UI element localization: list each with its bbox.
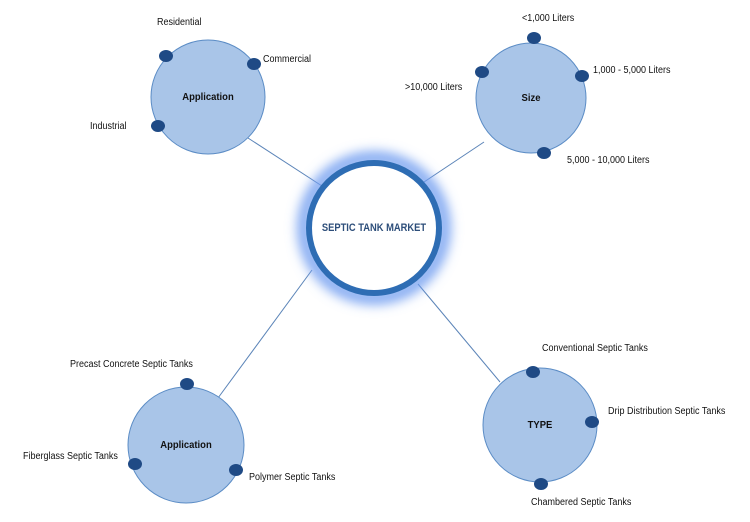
connector-material bbox=[217, 269, 313, 399]
dot-residential bbox=[159, 50, 173, 62]
label-residential: Residential bbox=[157, 17, 202, 28]
label-drip: Drip Distribution Septic Tanks bbox=[608, 406, 726, 417]
dot-5000-10000 bbox=[537, 147, 551, 159]
dot-fiberglass bbox=[128, 458, 142, 470]
dot-1000-5000 bbox=[575, 70, 589, 82]
label-precast: Precast Concrete Septic Tanks bbox=[70, 359, 193, 370]
label-lt-1000: <1,000 Liters bbox=[522, 13, 575, 24]
connector-type bbox=[417, 283, 501, 383]
label-gt-10000: >10,000 Liters bbox=[405, 82, 463, 93]
center-title: SEPTIC TANK MARKET bbox=[321, 222, 427, 234]
connector-application bbox=[247, 137, 323, 187]
node-application bbox=[150, 39, 266, 155]
dot-commercial bbox=[247, 58, 261, 70]
dot-drip bbox=[585, 416, 599, 428]
dot-precast bbox=[180, 378, 194, 390]
node-title-application: Application bbox=[182, 91, 234, 103]
label-fiberglass: Fiberglass Septic Tanks bbox=[23, 451, 118, 462]
center-node bbox=[306, 160, 442, 296]
label-conventional: Conventional Septic Tanks bbox=[542, 343, 648, 354]
label-5000-10000: 5,000 - 10,000 Liters bbox=[567, 155, 650, 166]
center-glow bbox=[298, 152, 450, 304]
dot-industrial bbox=[151, 120, 165, 132]
dot-polymer bbox=[229, 464, 243, 476]
label-1000-5000: 1,000 - 5,000 Liters bbox=[593, 65, 671, 76]
label-chambered: Chambered Septic Tanks bbox=[531, 497, 632, 508]
dot-lt-1000 bbox=[527, 32, 541, 44]
dot-conventional bbox=[526, 366, 540, 378]
label-polymer: Polymer Septic Tanks bbox=[249, 472, 336, 483]
dot-chambered bbox=[534, 478, 548, 490]
node-title-material: Application bbox=[160, 439, 212, 451]
node-title-type: TYPE bbox=[527, 419, 553, 431]
label-industrial: Industrial bbox=[90, 121, 127, 132]
node-title-size: Size bbox=[521, 92, 541, 104]
dot-gt-10000 bbox=[475, 66, 489, 78]
label-commercial: Commercial bbox=[263, 54, 312, 65]
